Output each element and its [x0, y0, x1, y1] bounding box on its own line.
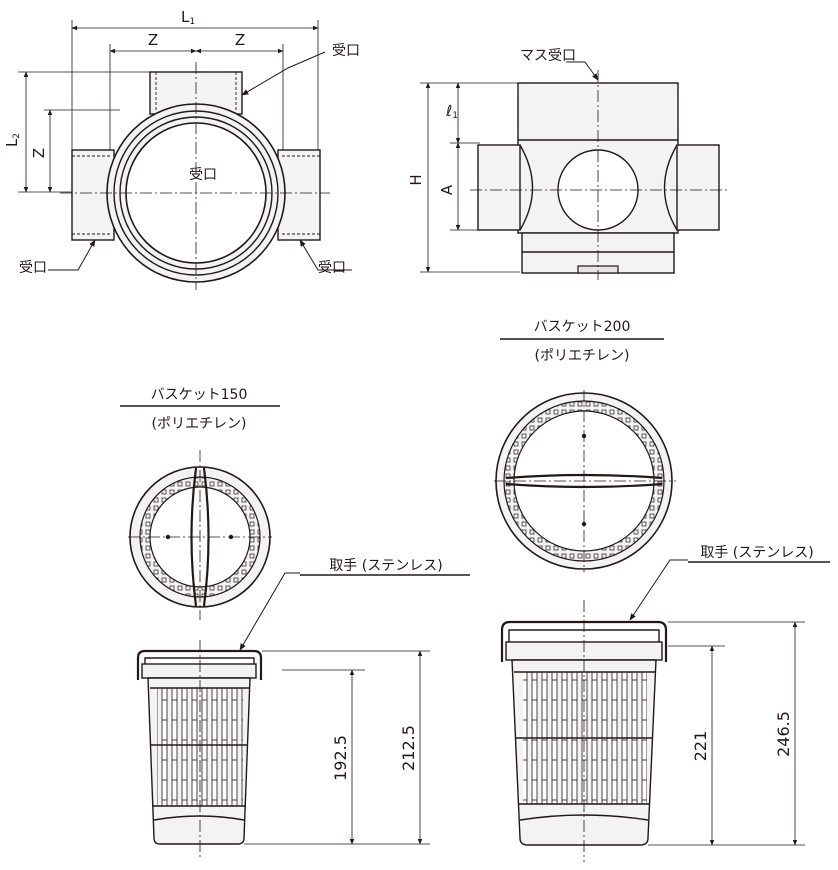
basket200-dim-inner: 221	[691, 731, 710, 762]
basket150-title: バスケット150	[151, 387, 248, 403]
inlet-label-top: 受口	[332, 43, 360, 59]
basket150-material: (ポリエチレン)	[152, 416, 247, 432]
basket150-dim-outer: 212.5	[399, 725, 418, 771]
basket200-plan	[494, 390, 676, 572]
dim-H-label: H	[407, 174, 425, 185]
inlet-label-left: 受口	[19, 260, 47, 276]
basket200-handle-label: 取手 (ステンレス)	[700, 545, 813, 561]
dim-Z-vertical-label: Z	[30, 148, 48, 158]
dim-L1-label: L1	[181, 8, 195, 27]
inlet-label-right: 受口	[318, 260, 346, 276]
dim-A-label: A	[438, 184, 456, 195]
basket200-elevation	[500, 559, 805, 862]
basket200-material: (ポリエチレン)	[535, 348, 630, 364]
basket150-plan	[128, 450, 272, 620]
dim-Z-right-label: Z	[235, 31, 245, 49]
basket150-elevation	[136, 572, 430, 860]
basket150-dim-inner: 192.5	[331, 735, 350, 781]
mass-inlet-label: マス受口	[520, 48, 576, 64]
basket150-handle-label: 取手 (ステンレス)	[329, 558, 442, 574]
plan-view	[18, 20, 352, 290]
basket200-dim-outer: 246.5	[774, 711, 793, 757]
inlet-label-center: 受口	[189, 167, 217, 183]
dim-L2-label: L2	[3, 133, 22, 147]
dim-Z-left-label: Z	[148, 31, 158, 49]
basket200-title: バスケット200	[534, 319, 631, 335]
dim-l1-label: ℓ1	[445, 102, 458, 121]
side-elevation	[420, 61, 730, 280]
